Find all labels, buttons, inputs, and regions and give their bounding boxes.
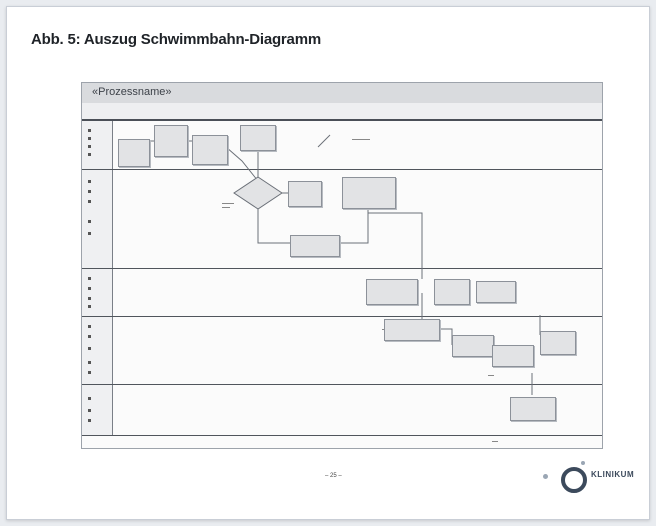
logo-wordmark: KLINIKUM <box>591 470 635 479</box>
activity-box <box>288 181 322 207</box>
klinikum-logo: KLINIKUM <box>539 455 649 503</box>
swimlane-1 <box>82 121 602 170</box>
activity-box <box>118 139 150 167</box>
swimlane-diagram: «Prozessname» <box>81 82 603 449</box>
activity-box <box>434 279 470 305</box>
decision-gateway <box>233 176 283 210</box>
activity-box <box>492 345 534 367</box>
lane-label <box>82 269 113 316</box>
activity-box <box>384 319 440 341</box>
swimlane-2 <box>82 170 602 269</box>
activity-box <box>510 397 556 421</box>
activity-box <box>290 235 340 257</box>
activity-box <box>476 281 516 303</box>
document-page: Abb. 5: Auszug Schwimmbahn-Diagramm «Pro… <box>6 6 650 520</box>
process-name-label: «Prozessname» <box>92 86 172 98</box>
activity-box <box>366 279 418 305</box>
activity-box <box>154 125 188 157</box>
activity-box <box>452 335 494 357</box>
activity-box <box>240 125 276 151</box>
figure-caption: Abb. 5: Auszug Schwimmbahn-Diagramm <box>31 31 321 48</box>
lane-label <box>82 317 113 384</box>
connector-lines <box>148 134 541 442</box>
logo-dot <box>581 461 585 465</box>
lane-label <box>82 121 113 169</box>
activity-box <box>192 135 228 165</box>
swimlane-3 <box>82 269 602 317</box>
activity-box <box>342 177 396 209</box>
logo-dot <box>543 474 548 479</box>
activity-box <box>540 331 576 355</box>
diagram-subheader <box>82 103 602 121</box>
lane-label <box>82 385 113 435</box>
lane-label <box>82 170 113 268</box>
swimlane-5 <box>82 385 602 436</box>
page-number: – 25 – <box>325 473 342 479</box>
logo-ring-icon <box>561 467 587 493</box>
swimlane-4 <box>82 317 602 385</box>
